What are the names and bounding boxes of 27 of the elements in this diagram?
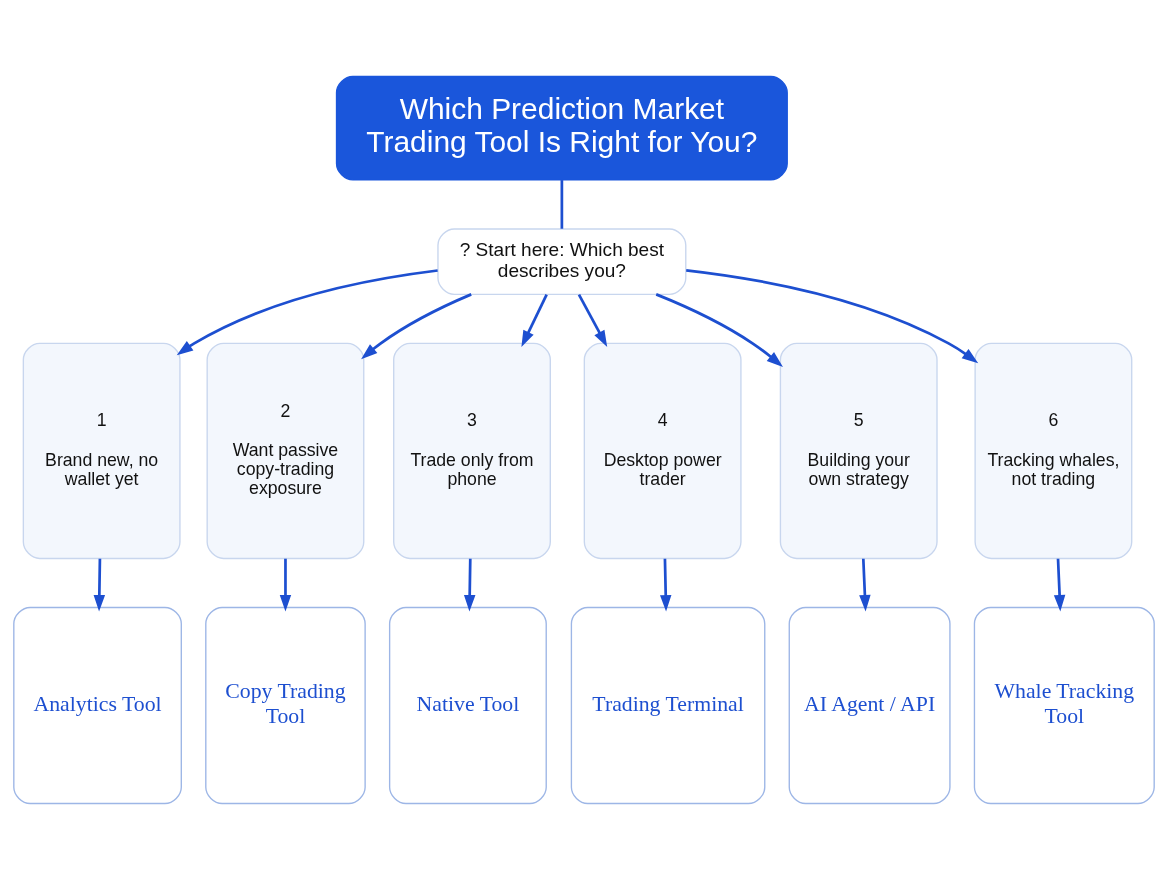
arrow — [577, 294, 608, 347]
arrow — [686, 269, 979, 364]
node-box: 4 Desktop power trader — [583, 342, 742, 560]
node-box: 3 Trade only from phone — [393, 342, 551, 560]
arrow — [521, 294, 548, 347]
node-box: 1 Brand new, no wallet yet — [22, 342, 181, 560]
node-box: AI Agent / API — [788, 606, 951, 805]
node-box: Trading Terminal — [570, 606, 766, 805]
arrow — [859, 558, 871, 612]
arrow — [176, 269, 438, 356]
node-box: Analytics Tool — [13, 606, 182, 805]
node-box: Native Tool — [388, 606, 547, 805]
node-box: 6 Tracking whales, not trading — [974, 342, 1133, 560]
node-box: 2 Want passive copy-trading exposure — [206, 342, 365, 560]
arrow — [660, 558, 672, 612]
node-box: 5 Building your own strategy — [779, 342, 938, 560]
arrow — [361, 293, 472, 360]
arrow — [279, 558, 292, 612]
arrow — [463, 558, 476, 612]
arrow — [1053, 558, 1066, 612]
arrow — [655, 293, 783, 367]
node-box: Whale Tracking Tool — [973, 606, 1155, 805]
node-box: Which Prediction Market Trading Tool Is Right for You? — [335, 75, 788, 181]
arrow — [93, 558, 106, 612]
node-box: ? Start here: Which best describes you? — [437, 228, 687, 295]
connector — [560, 180, 564, 229]
node-box: Copy Trading Tool — [205, 606, 366, 805]
